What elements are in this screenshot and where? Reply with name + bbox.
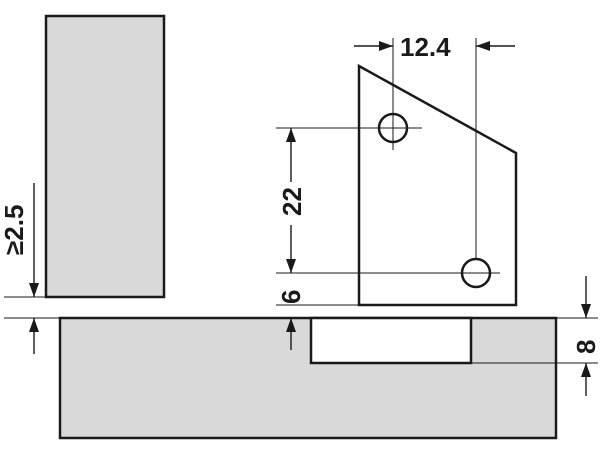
dimension-gap: ≥2.5	[0, 183, 60, 354]
dimension-label-gap: ≥2.5	[0, 205, 29, 255]
dimension-22: 22	[276, 127, 448, 274]
door-panel	[44, 14, 166, 299]
recess-cutout	[309, 316, 473, 365]
dimension-8: 8	[556, 276, 600, 396]
dimension-6: 6	[276, 290, 359, 350]
cabinet-panel	[58, 316, 558, 440]
dimension-label-22: 22	[277, 187, 307, 216]
mounting-plate	[357, 63, 518, 307]
dimension-label-6: 6	[276, 290, 306, 304]
dimension-label-8: 8	[571, 340, 600, 354]
dimension-12-4: 12.4	[354, 32, 515, 259]
dimension-label-12-4: 12.4	[400, 32, 451, 62]
